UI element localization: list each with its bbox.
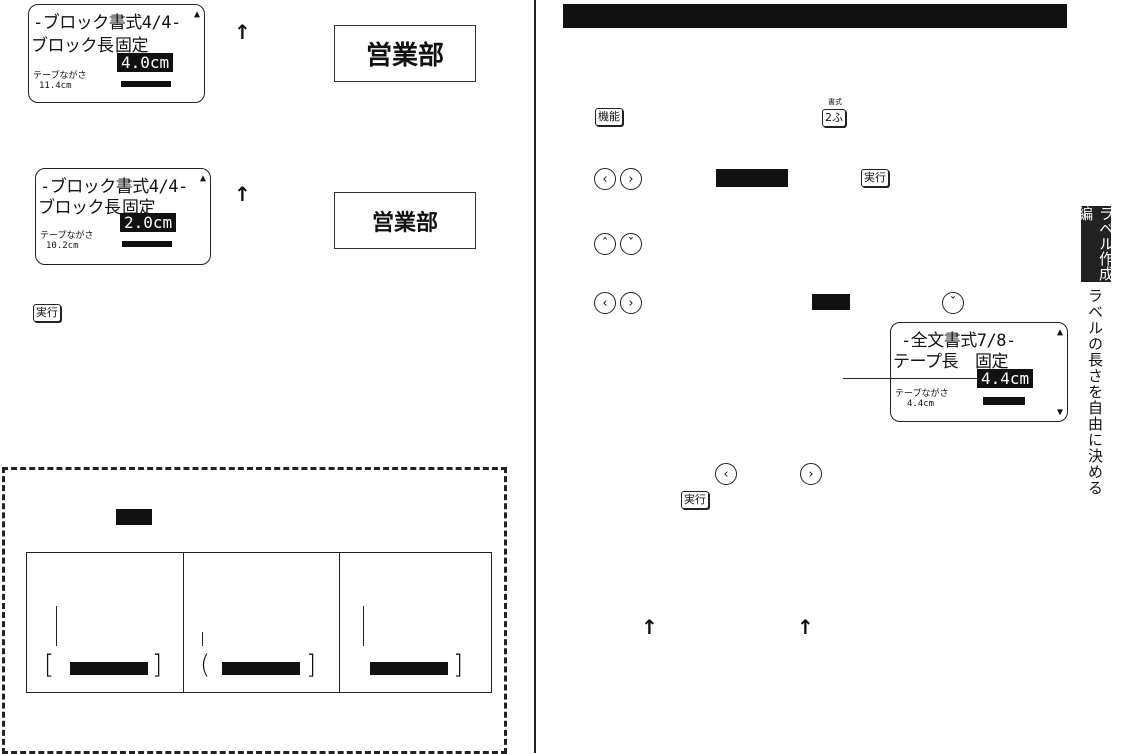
tape-gauge (121, 81, 171, 87)
key-caption: 書式 (828, 98, 842, 106)
center-divider (534, 0, 536, 753)
tape-length-value: 4.4cm (907, 399, 935, 409)
tape-length-label: テープながさ (40, 231, 94, 241)
chevron-left-icon: ‹ (594, 168, 616, 190)
label-text: 営業部 (365, 41, 444, 71)
tape-length-value: 10.2cm (46, 241, 79, 251)
up-arrow-icon: ↑ (641, 615, 658, 639)
chevron-right-icon: › (620, 168, 642, 190)
text-block (70, 662, 148, 675)
up-arrow-icon: ↑ (234, 182, 251, 206)
shoshiki-key: 2ふ (822, 109, 846, 127)
tape-gauge (122, 241, 172, 247)
row-value: 固定 (975, 352, 1009, 372)
exec-key: 実行 (33, 304, 61, 322)
bracket-close-icon: ] (453, 650, 464, 680)
row-label: ブロック長 (38, 198, 121, 218)
length-value: 4.4cm (977, 369, 1034, 388)
tape-length-label: テープながさ (33, 71, 87, 81)
bracket-open-icon: [ (44, 650, 55, 680)
screen-title: -全文書式7/8- (901, 331, 1016, 351)
text-block (370, 662, 448, 675)
scroll-up-icon: ▲ (193, 9, 200, 20)
text-block (222, 662, 300, 675)
highlight-block (812, 294, 850, 310)
section-tab-label: ラベル作成編 (1076, 206, 1115, 281)
up-arrow-icon: ↑ (234, 20, 251, 44)
screen-title: -ブロック書式4/4- (40, 177, 188, 197)
highlight-block (716, 169, 788, 187)
exec-key: 実行 (861, 169, 889, 187)
label-preview-2: 営業部 (334, 192, 476, 249)
bracket-close-icon: ] (306, 650, 317, 680)
highlight-block (116, 509, 152, 525)
length-value: 2.0cm (120, 213, 177, 232)
scroll-up-icon: ▲ (199, 173, 206, 184)
bracket-open-icon: ( (200, 650, 211, 680)
tape-gauge (983, 397, 1025, 405)
table-cell (27, 553, 184, 692)
tape-length-value: 11.4cm (39, 81, 72, 91)
cursor-line (56, 606, 57, 646)
scroll-up-icon: ▲ (1056, 327, 1063, 338)
table-cell (183, 553, 340, 692)
lcd-screen-1: -ブロック書式4/4- ▲ ブロック長 固定 4.0cm テープながさ 11.4… (28, 4, 205, 103)
lcd-screen-3: -全文書式7/8- ▲ テープ長 固定 4.4cm テープながさ 4.4cm ▼ (890, 322, 1068, 422)
bracket-close-icon: ] (152, 650, 163, 680)
length-value: 4.0cm (117, 53, 174, 72)
chevron-right-icon: › (620, 292, 642, 314)
chevron-left-icon: ‹ (594, 292, 616, 314)
header-bar (563, 4, 1067, 28)
section-title: ラベルの長さを自由に決める (1086, 288, 1104, 496)
screen-title: -ブロック書式4/4- (33, 13, 181, 33)
cursor-line (202, 632, 203, 646)
bracket-table (26, 552, 492, 693)
chevron-down-icon: ˇ (620, 233, 642, 255)
scroll-down-icon: ▼ (1056, 407, 1063, 418)
lcd-screen-2: -ブロック書式4/4- ▲ ブロック長 固定 2.0cm テープながさ 10.2… (35, 168, 211, 265)
label-preview-1: 営業部 (334, 25, 476, 82)
callout-line (843, 378, 977, 379)
row-label: ブロック長 (31, 36, 114, 56)
chevron-down-icon: ˇ (942, 292, 964, 314)
kino-key: 機能 (595, 108, 623, 126)
row-label: テープ長 (893, 352, 958, 372)
section-tab: ラベル作成編 (1076, 206, 1115, 282)
row-value: 固定 (115, 36, 149, 56)
up-arrow-icon: ↑ (797, 615, 814, 639)
tape-length-label: テープながさ (895, 389, 949, 399)
chevron-up-icon: ˆ (594, 233, 616, 255)
label-text: 営業部 (371, 210, 438, 236)
exec-key: 実行 (681, 491, 709, 509)
cursor-line (363, 606, 364, 646)
chevron-right-icon: › (800, 463, 822, 485)
chevron-left-icon: ‹ (715, 463, 737, 485)
